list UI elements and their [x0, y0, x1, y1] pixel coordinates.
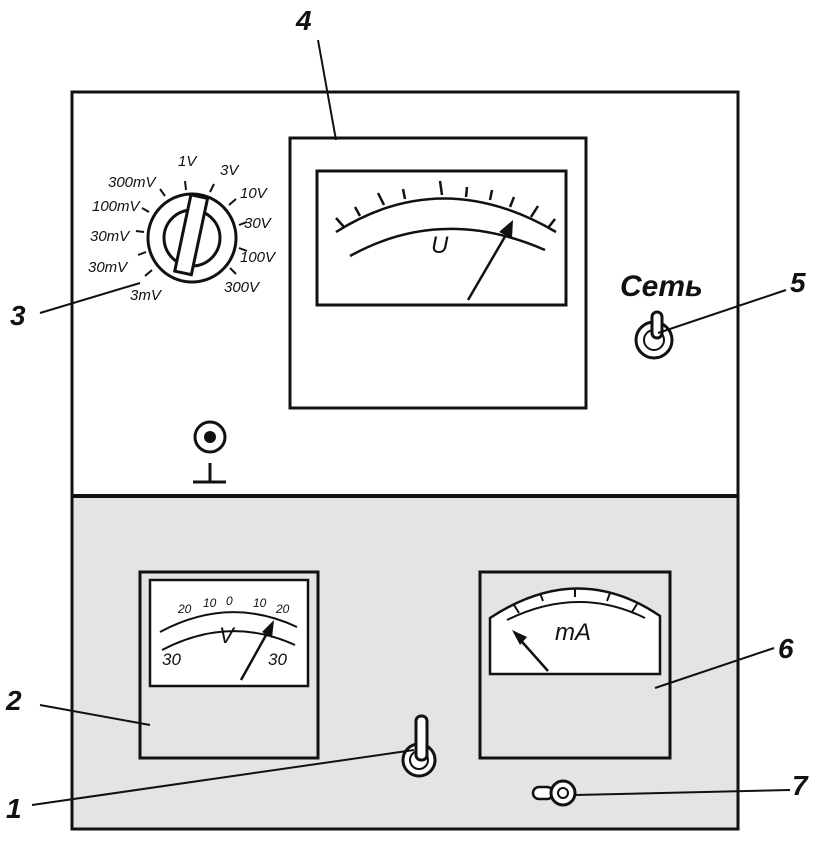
power-label: Сеть: [620, 270, 703, 303]
voltmeter-left-end: 30: [162, 650, 181, 669]
svg-text:10: 10: [203, 596, 217, 610]
svg-text:20: 20: [177, 602, 192, 616]
main-meter-unit: U: [431, 232, 449, 259]
range-label: 3V: [220, 162, 240, 179]
range-label: 1V: [178, 153, 198, 170]
svg-text:10: 10: [253, 596, 267, 610]
milliammeter: mA: [478, 570, 672, 760]
callout-1: 1: [6, 793, 22, 824]
range-switch-ticks: [135, 180, 248, 277]
range-label: 30mV: [90, 228, 131, 245]
range-label: 100V: [240, 249, 277, 266]
callout-7: 7: [792, 770, 809, 801]
range-label: 30mV: [88, 259, 129, 276]
voltmeter: 20 10 0 10 20 30 30 V: [138, 570, 320, 760]
voltmeter-unit: V: [219, 623, 236, 648]
callout-6: 6: [778, 633, 794, 664]
main-meter-needle: [466, 227, 512, 301]
voltmeter-scale: 20 10 0 10 20: [177, 594, 290, 616]
voltmeter-right-end: 30: [268, 650, 287, 669]
voltmeter-needle: [239, 627, 272, 681]
callout-5: 5: [790, 267, 806, 298]
callout-leaders: [31, 39, 791, 806]
range-label: 300V: [224, 279, 261, 296]
small-toggle[interactable]: [531, 779, 577, 807]
svg-text:0: 0: [226, 594, 233, 608]
ground-terminal[interactable]: [193, 420, 227, 484]
milliammeter-unit: mA: [555, 619, 591, 646]
callout-2: 2: [5, 685, 22, 716]
range-label: 300mV: [108, 174, 158, 191]
svg-text:20: 20: [275, 602, 290, 616]
range-label: 10V: [240, 185, 269, 202]
callout-4: 4: [295, 5, 312, 36]
main-meter: U: [288, 136, 588, 410]
range-label: 100mV: [92, 198, 142, 215]
range-label: 30V: [244, 215, 273, 232]
callout-3: 3: [10, 300, 26, 331]
range-toggle[interactable]: [401, 714, 437, 778]
range-switch-labels: 3mV 30mV 30mV 100mV 300mV 1V 3V 10V 30V …: [88, 153, 277, 304]
range-label: 3mV: [130, 287, 163, 304]
range-selector-knob[interactable]: [146, 192, 238, 284]
